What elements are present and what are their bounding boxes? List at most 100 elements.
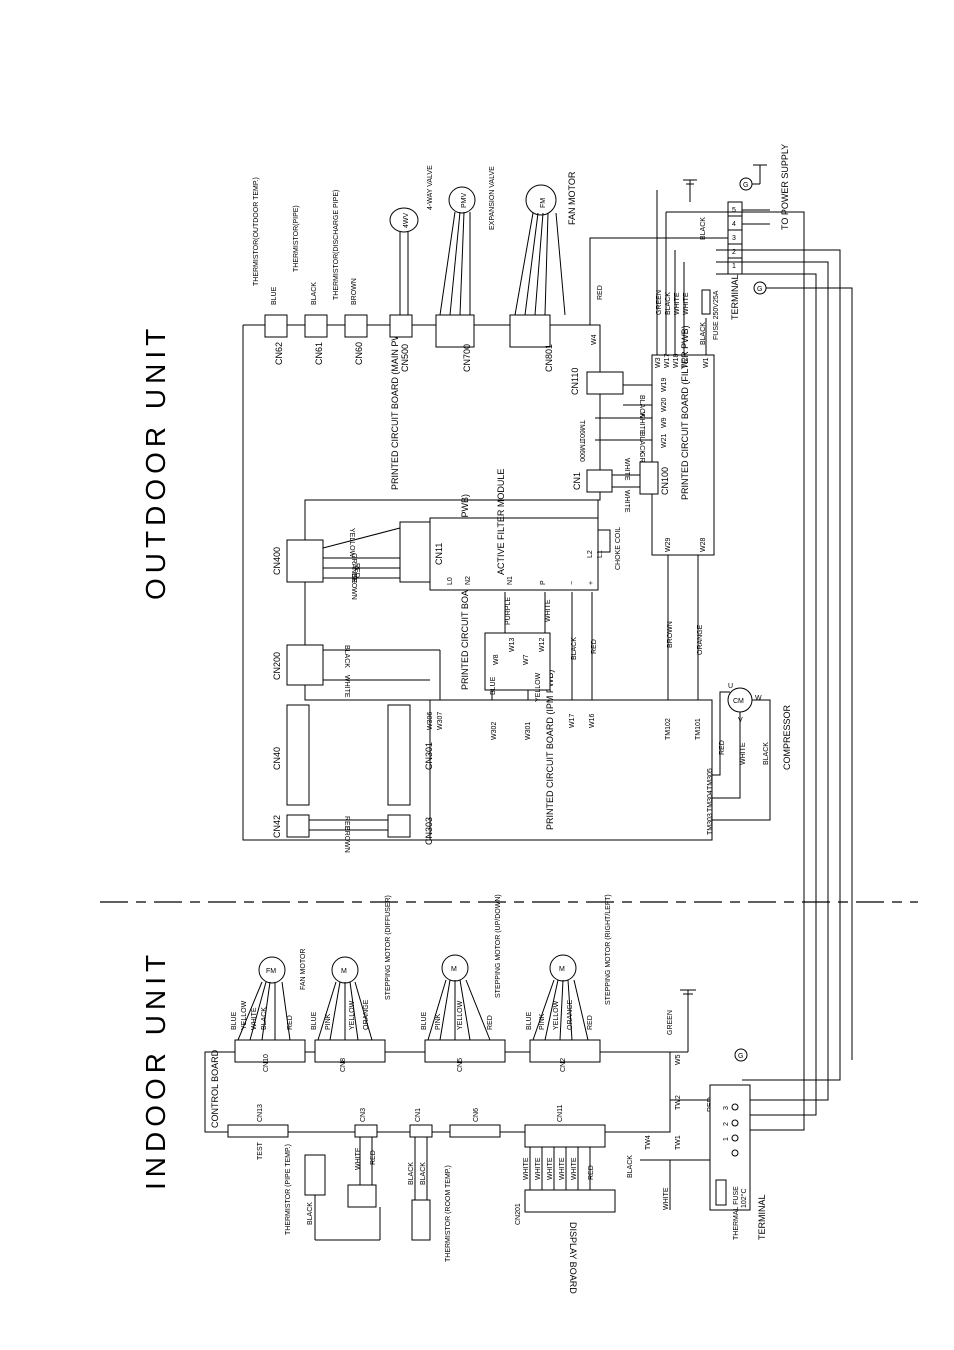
svg-text:FAN MOTOR: FAN MOTOR bbox=[300, 949, 307, 990]
cn13-test: CN13 TEST bbox=[227, 1104, 289, 1160]
svg-text:BLACK: BLACK bbox=[700, 322, 707, 345]
svg-text:BLUE: BLUE bbox=[311, 1011, 318, 1030]
svg-text:−: − bbox=[569, 581, 576, 585]
filter-pwb bbox=[651, 354, 715, 556]
svg-text:ORANGE: ORANGE bbox=[697, 624, 704, 655]
svg-text:TW1: TW1 bbox=[675, 1135, 682, 1150]
svg-text:CM: CM bbox=[733, 698, 744, 705]
svg-text:W3: W3 bbox=[655, 357, 662, 368]
svg-text:CN301: CN301 bbox=[424, 742, 434, 770]
svg-text:W20: W20 bbox=[661, 398, 668, 413]
svg-text:BLACK: BLACK bbox=[261, 1007, 268, 1030]
svg-text:BROWN: BROWN bbox=[667, 621, 674, 648]
svg-text:G: G bbox=[743, 182, 748, 189]
svg-text:CN60: CN60 bbox=[354, 342, 364, 365]
svg-text:YELLOW: YELLOW bbox=[535, 672, 542, 702]
svg-text:ORANGE: ORANGE bbox=[350, 553, 357, 584]
svg-text:PURPLE: PURPLE bbox=[505, 597, 512, 625]
svg-text:WHITE: WHITE bbox=[355, 1147, 362, 1170]
svg-text:STEPPING MOTOR (DIFFUSER): STEPPING MOTOR (DIFFUSER) bbox=[385, 895, 392, 1000]
choke-coil: CHOKE COIL L2 L1 bbox=[587, 500, 622, 570]
stepping-motor-rightleft: CN2 M STEPPING MOTOR (RIGHT/LEFT) BLUE P… bbox=[526, 894, 612, 1072]
svg-text:+: + bbox=[588, 581, 595, 585]
svg-text:CN1: CN1 bbox=[415, 1108, 422, 1122]
svg-text:FM: FM bbox=[266, 968, 276, 975]
svg-text:YELLOW: YELLOW bbox=[348, 528, 355, 558]
svg-text:W21: W21 bbox=[661, 434, 668, 449]
filter-pwb-label: PRINTED CIRCUIT BOARD (FILTER PWB) bbox=[680, 325, 690, 500]
svg-text:TM600: TM600 bbox=[578, 440, 585, 462]
svg-text:BLACK: BLACK bbox=[627, 1155, 634, 1178]
svg-text:CN6: CN6 bbox=[473, 1108, 480, 1122]
filter-terminals: W3 W17 W18 W2 W1 W19 W20 W9 W21 W29 W28 bbox=[655, 354, 710, 553]
svg-text:W13: W13 bbox=[509, 638, 516, 653]
svg-text:FUSE 250V25A: FUSE 250V25A bbox=[713, 290, 720, 340]
svg-text:CN62: CN62 bbox=[274, 342, 284, 365]
cn40-connector: CN40 CN301 bbox=[272, 704, 434, 806]
room-thermistor: CN1 BLACK BLACK THERMISTOR (ROOM TEMP.) bbox=[408, 1108, 452, 1262]
svg-text:COMPRESSOR: COMPRESSOR bbox=[782, 704, 792, 770]
svg-text:BLACK: BLACK bbox=[763, 742, 770, 765]
compressor: CM U V W COMPRESSOR RED WHITE BLACK TM30… bbox=[707, 683, 792, 835]
svg-text:N1: N1 bbox=[507, 576, 514, 585]
svg-text:DISPLAY BOARD: DISPLAY BOARD bbox=[568, 1222, 578, 1294]
svg-text:3: 3 bbox=[723, 1106, 730, 1110]
cn11-connector: CN11 bbox=[399, 521, 444, 583]
svg-text:W: W bbox=[755, 695, 762, 702]
cn6-connector: CN6 bbox=[449, 1108, 501, 1138]
svg-text:M: M bbox=[559, 966, 565, 973]
svg-text:CN110: CN110 bbox=[570, 368, 580, 395]
svg-text:FAN MOTOR: FAN MOTOR bbox=[567, 171, 577, 225]
cn400-connector: CN400 YELLOW ORANGE RED BROWN bbox=[272, 527, 401, 600]
title-outdoor-unit: OUTDOOR UNIT bbox=[140, 324, 171, 600]
svg-text:WHITE: WHITE bbox=[674, 292, 681, 315]
svg-text:WHITE: WHITE bbox=[523, 1157, 530, 1180]
svg-text:RED: RED bbox=[588, 1165, 595, 1180]
svg-text:P: P bbox=[540, 580, 547, 585]
svg-text:RED: RED bbox=[487, 1015, 494, 1030]
svg-text:W302: W302 bbox=[491, 722, 498, 740]
svg-text:ORANGE: ORANGE bbox=[363, 999, 370, 1030]
svg-text:PINK: PINK bbox=[435, 1013, 442, 1030]
pmv-expansion-valve: CN700 PMV EXPANSION VALVE bbox=[435, 166, 496, 372]
svg-text:W28: W28 bbox=[700, 538, 707, 553]
svg-text:TM304: TM304 bbox=[707, 790, 714, 812]
svg-text:WHITE: WHITE bbox=[251, 1007, 258, 1030]
svg-text:W307: W307 bbox=[437, 712, 444, 730]
svg-text:THERMISTOR(OUTDOOR TEMP.): THERMISTOR(OUTDOOR TEMP.) bbox=[253, 177, 260, 286]
cn42-connector: CN42 CN303 RED BROWN bbox=[272, 814, 434, 853]
svg-text:WHITE: WHITE bbox=[623, 490, 630, 513]
main-pwb-label: PRINTED CIRCUIT BOARD (MAIN PWB) bbox=[390, 323, 400, 490]
control-board bbox=[204, 1051, 671, 1133]
inter-unit-wires bbox=[666, 211, 853, 1131]
svg-text:4-WAY VALVE: 4-WAY VALVE bbox=[427, 165, 434, 210]
svg-text:BLACK: BLACK bbox=[665, 292, 672, 315]
svg-text:BLACK: BLACK bbox=[343, 645, 350, 668]
svg-text:BLACK: BLACK bbox=[638, 395, 645, 418]
stepping-motor-diffuser: CN8 M STEPPING MOTOR (DIFFUSER) BLUE PIN… bbox=[311, 895, 392, 1072]
svg-text:W7: W7 bbox=[523, 654, 530, 665]
svg-text:CN500: CN500 bbox=[400, 344, 410, 372]
svg-text:FM: FM bbox=[540, 198, 547, 208]
svg-text:BLUE: BLUE bbox=[490, 676, 497, 695]
svg-text:W306: W306 bbox=[427, 712, 434, 730]
cn200-connector: CN200 BLACK WHITE bbox=[272, 644, 441, 700]
svg-text:3: 3 bbox=[732, 235, 736, 242]
svg-text:W8: W8 bbox=[493, 654, 500, 665]
svg-text:CN42: CN42 bbox=[272, 815, 282, 838]
svg-text:THERMISTOR(PIPE): THERMISTOR(PIPE) bbox=[293, 205, 300, 272]
title-indoor-unit: INDOOR UNIT bbox=[140, 950, 171, 1190]
svg-text:BLACK: BLACK bbox=[307, 1202, 314, 1225]
svg-text:THERMISTOR (ROOM TEMP.): THERMISTOR (ROOM TEMP.) bbox=[445, 1165, 452, 1262]
svg-text:M: M bbox=[451, 966, 457, 973]
indoor-fan-motor: CN10 FM FAN MOTOR BLUE YELLOW WHITE BLAC… bbox=[231, 949, 307, 1072]
svg-text:BLUE: BLUE bbox=[271, 286, 278, 305]
svg-text:G: G bbox=[738, 1053, 743, 1060]
svg-text:TM305: TM305 bbox=[707, 768, 714, 790]
dc-wires: BROWN ORANGE bbox=[667, 555, 704, 700]
svg-text:TM101: TM101 bbox=[695, 718, 702, 740]
svg-text:5: 5 bbox=[732, 207, 736, 214]
svg-text:CN201: CN201 bbox=[515, 1203, 522, 1225]
svg-text:CN700: CN700 bbox=[462, 344, 472, 372]
svg-text:YELLOW: YELLOW bbox=[553, 1000, 560, 1030]
